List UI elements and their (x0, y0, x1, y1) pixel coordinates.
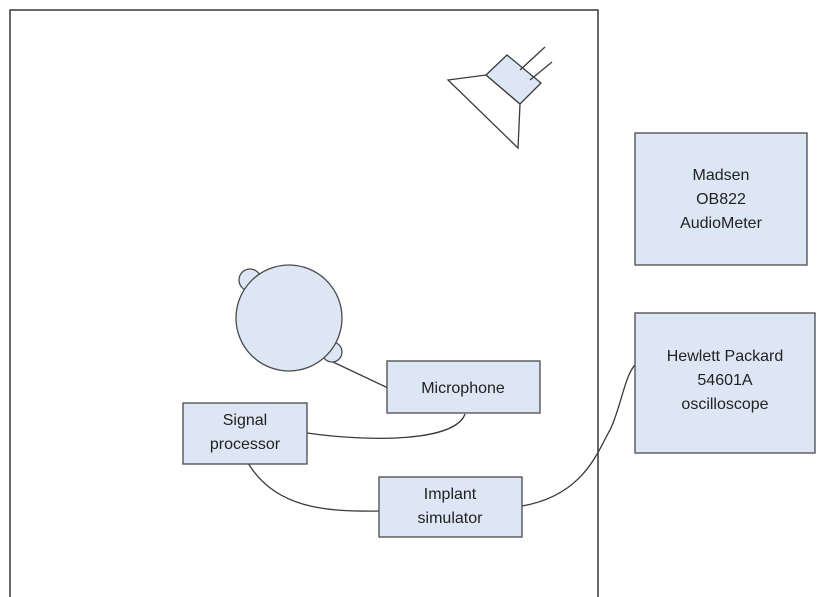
head-to-microphone-link (332, 361, 389, 389)
implant-simulator-label-line1: Implant (424, 486, 477, 503)
processor-to-implant-cable (247, 462, 381, 512)
microphone-box: Microphone (386, 360, 541, 414)
oscilloscope-label-line2: 54601A (697, 372, 752, 389)
microphone-to-processor-cable (306, 413, 466, 439)
audiometer-box: Madsen OB822 AudioMeter (634, 132, 808, 266)
implant-simulator-box: Implant simulator (378, 476, 523, 538)
speaker-icon (446, 46, 553, 150)
implant-simulator-label-line2: simulator (418, 510, 484, 527)
oscilloscope-label-line1: Hewlett Packard (667, 348, 784, 365)
audiometer-label-line1: Madsen (693, 167, 750, 184)
implant-to-oscilloscope-cable (521, 364, 636, 507)
audiometer-label-line3: AudioMeter (680, 215, 762, 232)
signal-processor-box: Signal processor (182, 402, 308, 465)
oscilloscope-label-line3: oscilloscope (681, 396, 768, 413)
microphone-label: Microphone (421, 380, 505, 397)
head-icon (235, 264, 343, 372)
room-outline (9, 9, 599, 597)
oscilloscope-box: Hewlett Packard 54601A oscilloscope (634, 312, 816, 454)
audiometer-label-line2: OB822 (696, 191, 746, 208)
signal-processor-label-line2: processor (210, 436, 281, 453)
signal-processor-label-line1: Signal (223, 412, 267, 429)
